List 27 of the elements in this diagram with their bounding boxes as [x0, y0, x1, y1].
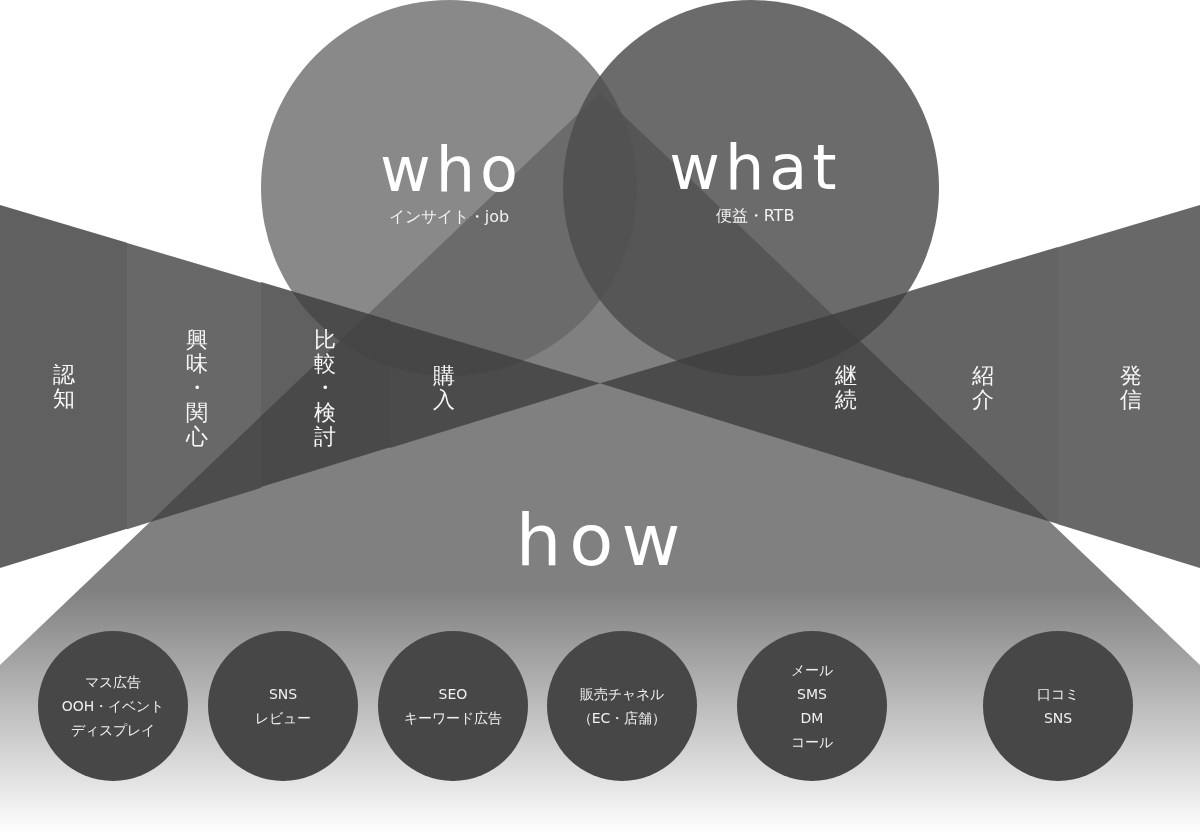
- stage-label: 認知: [53, 362, 75, 412]
- stage-label: 購入: [433, 363, 455, 413]
- channel-label: マス広告: [85, 673, 141, 692]
- stage-label: 興味・関心: [186, 327, 208, 449]
- stage-label: 比較・検討: [314, 327, 336, 449]
- circle-title: what: [668, 137, 842, 199]
- stage-label: 発信: [1120, 363, 1142, 413]
- channel-label: キーワード広告: [404, 709, 502, 728]
- stage-label: 紹介: [972, 363, 994, 413]
- channel-label: DM: [800, 709, 824, 728]
- channel-label: ディスプレイ: [71, 721, 155, 740]
- channel-label: レビュー: [255, 709, 311, 728]
- channel-label: 販売チャネル: [580, 685, 664, 704]
- stage-label: 継続: [835, 363, 857, 413]
- channel-label: SMS: [797, 685, 827, 704]
- channel-label: SNS: [1043, 709, 1073, 728]
- area-title: how: [514, 504, 689, 576]
- circle-subtitle: 便益・RTB: [715, 206, 795, 226]
- channel-label: 口コミ: [1037, 685, 1079, 704]
- channel-label: コール: [791, 733, 833, 752]
- channel-label: OOH・イベント: [61, 697, 165, 716]
- channel-label: メール: [791, 661, 833, 680]
- channel-label: SEO: [438, 685, 468, 704]
- circle-title: who: [379, 139, 523, 201]
- channel-label: （EC・店舗）: [577, 709, 667, 728]
- channel-label: SNS: [268, 685, 298, 704]
- circle-subtitle: インサイト・job: [388, 207, 510, 227]
